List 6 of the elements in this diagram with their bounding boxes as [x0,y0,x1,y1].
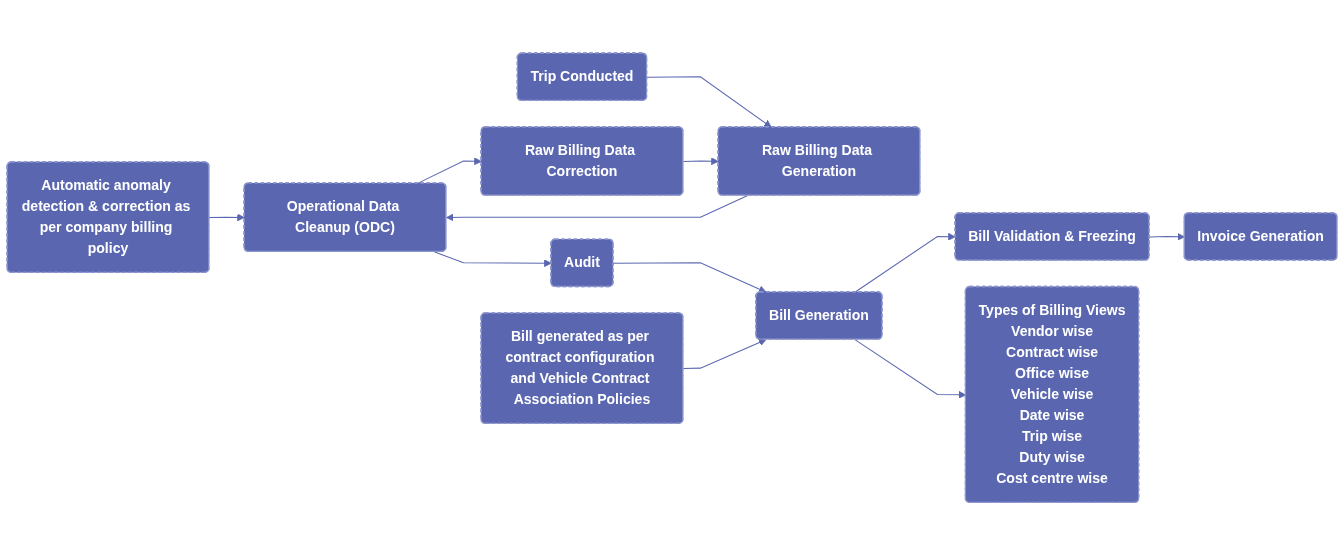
arrow [646,75,772,128]
arrow [446,194,748,222]
arrow [682,338,767,369]
arrow [1149,232,1185,241]
arrow [208,213,245,222]
arrow [682,157,719,165]
